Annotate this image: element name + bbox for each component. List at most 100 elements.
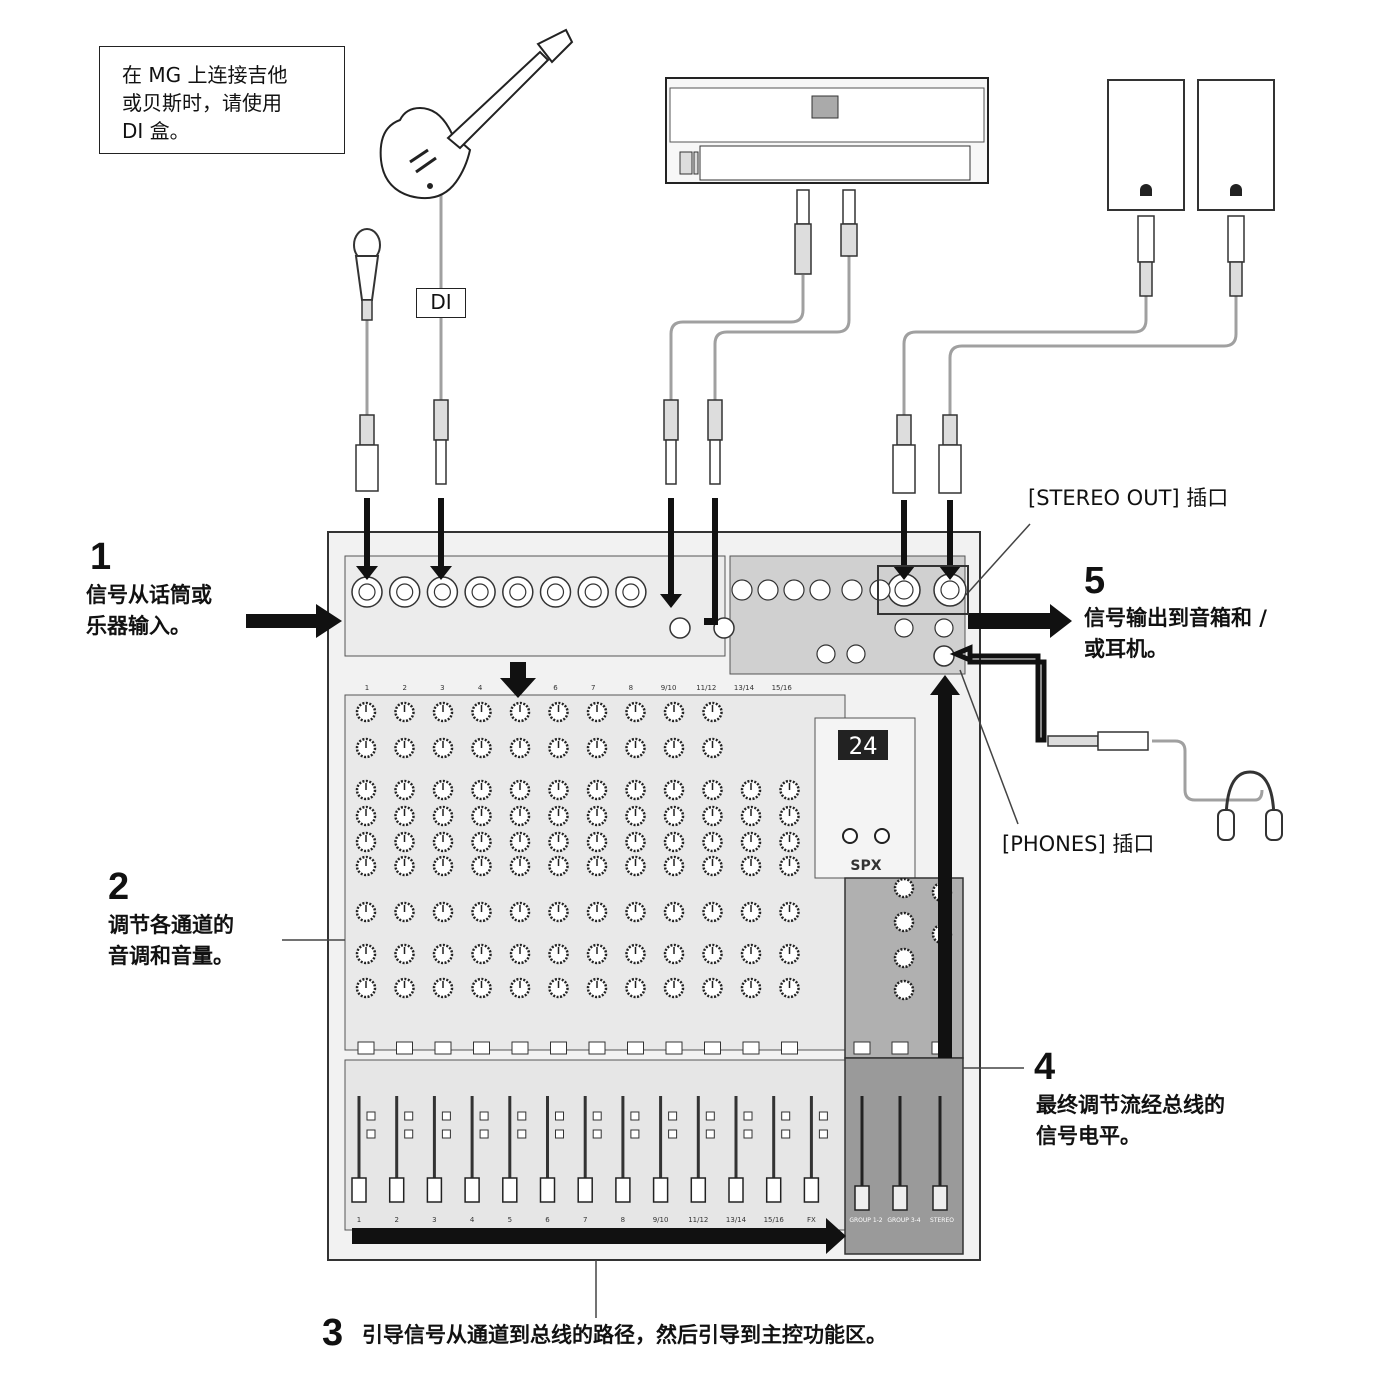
step-2-line-2: 音调和音量。 bbox=[108, 944, 234, 968]
fader-label: 13/14 bbox=[726, 1216, 747, 1224]
fader-label: 1 bbox=[357, 1216, 361, 1224]
fader-cap bbox=[426, 1177, 443, 1203]
step-4-text: 最终调节流经总线的 信号电平。 bbox=[1036, 1090, 1225, 1152]
on-button bbox=[550, 1041, 567, 1055]
aux-jack bbox=[731, 579, 753, 601]
fader-cap bbox=[615, 1177, 631, 1203]
arrow-kb-left bbox=[660, 498, 682, 608]
step-5-text: 信号输出到音箱和 / 或耳机。 bbox=[1084, 603, 1267, 665]
master-fader-cap bbox=[892, 1185, 908, 1211]
fader-label: 6 bbox=[545, 1216, 550, 1224]
master-fader-cap bbox=[854, 1185, 870, 1211]
microphone bbox=[353, 228, 381, 321]
keyboard-plugs bbox=[794, 189, 858, 275]
input-jack bbox=[615, 576, 647, 608]
step-5-line-1: 信号输出到音箱和 / bbox=[1084, 606, 1267, 630]
note-line-3: DI 盒。 bbox=[122, 119, 190, 143]
input-plugs bbox=[355, 399, 962, 494]
fader-label: 2 bbox=[394, 1216, 398, 1224]
channel-number: 1 bbox=[365, 684, 369, 692]
line-jack bbox=[669, 617, 691, 639]
output-jack bbox=[934, 618, 954, 638]
input-jack bbox=[539, 576, 572, 608]
on-button bbox=[742, 1041, 760, 1055]
master-knob bbox=[893, 877, 915, 899]
step-5-number: 5 bbox=[1084, 560, 1106, 602]
step-4-number: 4 bbox=[1034, 1046, 1056, 1088]
step-3-number: 3 bbox=[322, 1312, 344, 1354]
mixer: 123456789/1011/1213/1415/16123456789/101… bbox=[327, 531, 981, 1261]
fader-cap bbox=[765, 1177, 782, 1203]
step-1-text: 信号从话筒或 乐器输入。 bbox=[86, 580, 212, 642]
fader-cap bbox=[351, 1177, 367, 1203]
keyboard-keys bbox=[699, 145, 971, 181]
fader-cap bbox=[502, 1177, 518, 1203]
stereo-out-callout: [STEREO OUT] 插口 bbox=[1028, 486, 1229, 510]
fader-cap bbox=[803, 1177, 820, 1203]
headphone-cable bbox=[1152, 739, 1264, 802]
channel-number: 13/14 bbox=[734, 684, 755, 692]
arrow-step3 bbox=[352, 1218, 846, 1254]
headphones bbox=[1217, 770, 1283, 841]
master-on-button bbox=[853, 1041, 871, 1055]
fader-label: 7 bbox=[583, 1216, 587, 1224]
fader-cap bbox=[464, 1177, 480, 1203]
fader-label: 4 bbox=[470, 1216, 475, 1224]
keyboard-cable-right bbox=[713, 255, 851, 400]
fader-cap bbox=[388, 1177, 405, 1203]
fader-label: 5 bbox=[508, 1216, 512, 1224]
effect-logo: SPX bbox=[850, 858, 881, 874]
on-button bbox=[434, 1041, 452, 1055]
output-jack bbox=[816, 644, 836, 664]
channel-number: 7 bbox=[591, 684, 595, 692]
parameter-knob bbox=[874, 828, 890, 844]
aux-jack bbox=[783, 579, 805, 601]
output-jack bbox=[846, 644, 866, 664]
input-jacks bbox=[351, 573, 967, 667]
on-button bbox=[396, 1041, 413, 1055]
fader-cap bbox=[690, 1177, 707, 1203]
fader-cap bbox=[539, 1177, 556, 1203]
signal-arrows bbox=[246, 498, 1072, 1254]
step-4-line-1: 最终调节流经总线的 bbox=[1036, 1093, 1225, 1117]
on-button bbox=[588, 1041, 606, 1055]
on-button bbox=[665, 1041, 683, 1055]
channel-number: 6 bbox=[553, 684, 558, 692]
channel-numbers: 123456789/1011/1213/1415/16123456789/101… bbox=[357, 684, 954, 1224]
fader-label: 15/16 bbox=[764, 1216, 785, 1224]
fader-cap bbox=[728, 1177, 744, 1203]
arrow-down-channels bbox=[500, 662, 536, 698]
aux-jack bbox=[869, 579, 891, 601]
master-label: GROUP 1-2 bbox=[849, 1217, 882, 1224]
arrow-up-master bbox=[930, 675, 960, 1058]
headphone-plug bbox=[1047, 731, 1149, 751]
speaker-cable-left bbox=[902, 295, 1148, 415]
arrow-stereo-right bbox=[939, 500, 961, 580]
phones-callout: [PHONES] 插口 bbox=[1002, 832, 1155, 856]
on-button bbox=[511, 1041, 529, 1055]
input-jack bbox=[388, 576, 421, 608]
arrow-kb-right bbox=[704, 498, 718, 625]
on-button bbox=[357, 1041, 375, 1055]
stereo-out-highlight bbox=[877, 565, 969, 615]
fader-label: 3 bbox=[432, 1216, 436, 1224]
electric-guitar bbox=[379, 28, 574, 200]
channel-number: 15/16 bbox=[772, 684, 793, 692]
keyboard-cable-left bbox=[669, 275, 805, 400]
master-on-button bbox=[891, 1041, 909, 1055]
speakers bbox=[1107, 79, 1275, 297]
arrow-stereo-left bbox=[893, 500, 915, 580]
step-1-line-2: 乐器输入。 bbox=[86, 614, 191, 638]
fader-cap bbox=[652, 1177, 669, 1203]
step-2-line-1: 调节各通道的 bbox=[108, 913, 234, 937]
line-jack bbox=[713, 617, 735, 639]
input-jack bbox=[426, 576, 459, 608]
on-button bbox=[473, 1041, 490, 1055]
step-2-text: 调节各通道的 音调和音量。 bbox=[108, 910, 234, 972]
arrow-mic-plug bbox=[356, 498, 378, 580]
effect-section: 24 SPX bbox=[838, 730, 888, 874]
knob-grid bbox=[355, 701, 953, 1055]
channel-number: 11/12 bbox=[696, 684, 716, 692]
fader-label: 8 bbox=[621, 1216, 625, 1224]
